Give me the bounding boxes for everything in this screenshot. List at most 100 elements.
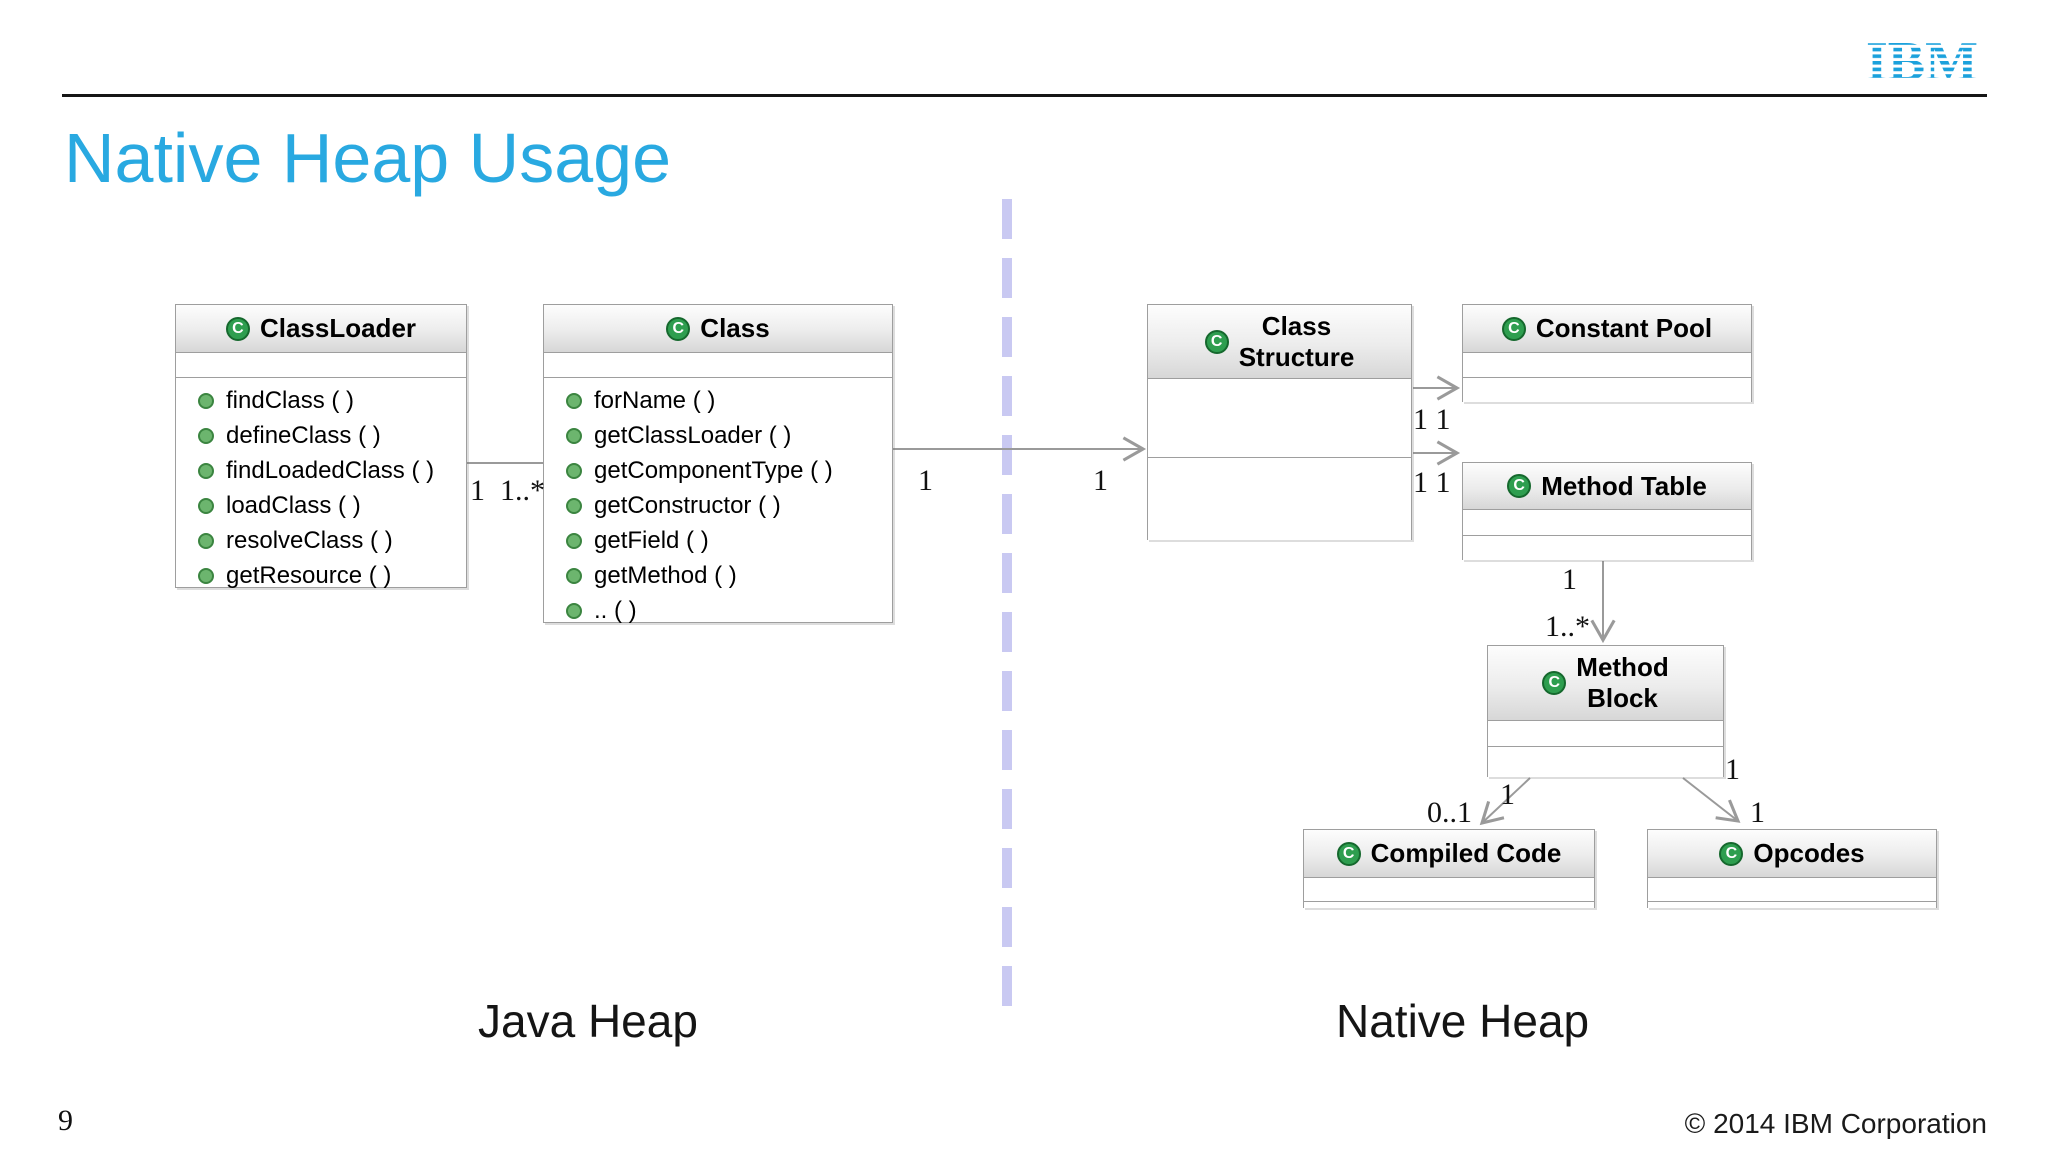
method-bullet-icon [198, 392, 214, 409]
class-structure-methods-compartment [1148, 458, 1411, 540]
method-table-title: Method Table [1541, 470, 1707, 501]
method-item: findClass ( ) [176, 383, 466, 418]
method-item: getComponentType ( ) [544, 453, 892, 488]
method-bullet-icon [566, 392, 582, 409]
classloader-attributes-compartment [176, 353, 466, 378]
method-bullet-icon [198, 532, 214, 549]
class-structure-title: Class Structure [1238, 310, 1355, 372]
class-box-class: C Class forName ( ) getClassLoader ( ) g… [543, 304, 893, 624]
ibm-logo-svg: IBM [1866, 31, 1978, 93]
method-item: .. ( ) [544, 593, 892, 628]
method-label: getResource ( ) [226, 561, 392, 589]
multiplicity-methodblock-opcodes-src: 1 [1725, 753, 1740, 786]
compiled-code-methods-compartment [1304, 902, 1594, 908]
class-box-constant-pool: C Constant Pool [1462, 304, 1752, 402]
class-icon: C [1336, 841, 1361, 866]
method-table-attributes-compartment [1463, 510, 1751, 536]
multiplicity-methodtable-src: 1 [1562, 563, 1577, 596]
method-item: getMethod ( ) [544, 558, 892, 593]
class-header: C Class [544, 305, 892, 353]
class-icon: C [666, 316, 691, 341]
method-block-attributes-compartment [1488, 721, 1723, 747]
class-icon: C [225, 316, 250, 341]
method-bullet-icon [566, 602, 582, 619]
opcodes-title: Opcodes [1753, 838, 1865, 869]
class-box-method-table: C Method Table [1462, 462, 1752, 560]
class-icon: C [1501, 316, 1526, 341]
method-bullet-icon [198, 497, 214, 514]
method-bullet-icon [198, 462, 214, 479]
opcodes-header: C Opcodes [1648, 830, 1936, 878]
method-label: getConstructor ( ) [594, 491, 781, 519]
class-methods-compartment: forName ( ) getClassLoader ( ) getCompon… [544, 378, 892, 628]
method-block-header: C Method Block [1488, 646, 1723, 721]
native-heap-label: Native Heap [1336, 995, 1590, 1047]
method-block-title: Method Block [1576, 652, 1669, 713]
classloader-methods-compartment: findClass ( ) defineClass ( ) findLoaded… [176, 378, 466, 593]
method-bullet-icon [566, 462, 582, 479]
method-item: loadClass ( ) [176, 488, 466, 523]
method-item: findLoadedClass ( ) [176, 453, 466, 488]
class-box-classloader: C ClassLoader findClass ( ) defineClass … [175, 304, 467, 589]
multiplicity-methodblock-opcodes-dst: 1 [1750, 796, 1765, 829]
java-heap-label: Java Heap [478, 995, 698, 1047]
class-icon: C [1204, 329, 1229, 354]
method-label: getClassLoader ( ) [594, 421, 792, 449]
method-label: forName ( ) [594, 386, 716, 414]
multiplicity-methodblock-dst: 1..* [1545, 610, 1590, 643]
method-label: findClass ( ) [226, 386, 355, 414]
class-icon: C [1719, 841, 1744, 866]
opcodes-methods-compartment [1648, 902, 1936, 908]
classloader-header: C ClassLoader [176, 305, 466, 353]
method-item: getResource ( ) [176, 558, 466, 593]
ibm-logo-icon: IBM [1852, 28, 1992, 93]
method-label: resolveClass ( ) [226, 526, 393, 554]
method-label: defineClass ( ) [226, 421, 381, 449]
method-item: forName ( ) [544, 383, 892, 418]
class-box-compiled-code: C Compiled Code [1303, 829, 1595, 908]
opcodes-attributes-compartment [1648, 878, 1936, 902]
constant-pool-header: C Constant Pool [1463, 305, 1751, 353]
method-label: getComponentType ( ) [594, 456, 833, 484]
constant-pool-methods-compartment [1463, 378, 1751, 402]
multiplicity-structure-constantpool: 1 1 [1413, 403, 1451, 436]
method-item: resolveClass ( ) [176, 523, 466, 558]
method-label: loadClass ( ) [226, 491, 361, 519]
constant-pool-title: Constant Pool [1535, 313, 1713, 344]
class-icon: C [1507, 474, 1532, 498]
class-structure-attributes-compartment [1148, 379, 1411, 458]
class-attributes-compartment [544, 353, 892, 378]
method-item: getClassLoader ( ) [544, 418, 892, 453]
method-label: findLoadedClass ( ) [226, 456, 435, 484]
method-bullet-icon [566, 532, 582, 549]
method-item: defineClass ( ) [176, 418, 466, 453]
class-title: Class [700, 313, 770, 344]
class-box-method-block: C Method Block [1487, 645, 1724, 777]
heap-divider-dashed-line [1002, 199, 1012, 1017]
multiplicity-structure-dst: 1 [1093, 464, 1108, 497]
method-label: .. ( ) [594, 596, 637, 624]
method-label: getMethod ( ) [594, 561, 737, 589]
page-title: Native Heap Usage [64, 119, 671, 197]
compiled-code-header: C Compiled Code [1304, 830, 1594, 878]
copyright-text: © 2014 IBM Corporation [1684, 1108, 1987, 1139]
method-table-methods-compartment [1463, 536, 1751, 560]
class-structure-header: C Class Structure [1148, 305, 1411, 379]
header-rule [62, 94, 1987, 97]
multiplicity-methodblock-compiled-dst: 0..1 [1427, 796, 1472, 829]
constant-pool-attributes-compartment [1463, 353, 1751, 378]
multiplicity-classloader-class: 1 1..* [470, 474, 545, 507]
multiplicity-structure-methodtable: 1 1 [1413, 466, 1451, 499]
method-block-methods-compartment [1488, 747, 1723, 777]
method-item: getField ( ) [544, 523, 892, 558]
method-bullet-icon [566, 427, 582, 444]
compiled-code-attributes-compartment [1304, 878, 1594, 902]
method-label: getField ( ) [594, 526, 709, 554]
svg-text:IBM: IBM [1866, 31, 1978, 88]
class-icon: C [1542, 671, 1567, 695]
method-bullet-icon [198, 567, 214, 584]
page-number: 9 [58, 1104, 73, 1137]
compiled-code-title: Compiled Code [1370, 838, 1562, 869]
method-bullet-icon [566, 567, 582, 584]
